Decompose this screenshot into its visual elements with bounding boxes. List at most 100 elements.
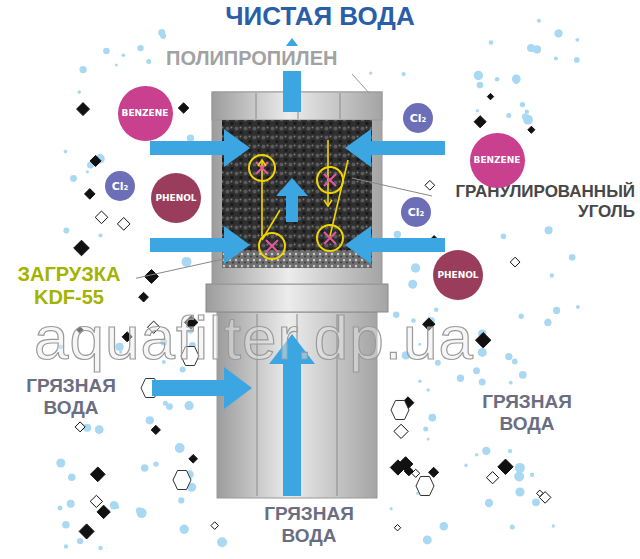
reaction-site: [259, 233, 285, 259]
water-bubble: [530, 473, 534, 477]
water-bubble: [58, 506, 63, 511]
water-bubble: [520, 102, 525, 107]
water-bubble: [68, 474, 76, 482]
dirt-particle: [474, 116, 486, 128]
sediment-particle: [391, 400, 409, 419]
reaction-path: [327, 140, 329, 206]
water-bubble: [574, 57, 580, 63]
part-label: ЗАГРУЗКА KDF-55: [2, 262, 136, 310]
water-bubble: [103, 48, 110, 55]
part-label: ГРАНУЛИРОВАННЫЙ УГОЛЬ: [436, 181, 638, 222]
water-bubble: [519, 371, 527, 379]
water-bubble: [576, 305, 580, 309]
water-bubble: [545, 226, 553, 234]
molecule-circle: PHENOL: [151, 173, 201, 223]
water-bubble: [508, 449, 512, 453]
water-bubble: [98, 234, 102, 238]
dirt-particle: [85, 189, 96, 200]
water-bubble: [77, 90, 81, 94]
dirt-particle: [151, 425, 160, 434]
kdf-55-layer: [222, 250, 372, 268]
water-bubble: [110, 501, 119, 510]
flow-label: ГРЯЗНАЯ ВОДА: [240, 502, 378, 548]
water-bubble: [146, 416, 154, 424]
reaction-cross: [266, 240, 278, 252]
water-bubble: [532, 498, 540, 506]
water-bubble: [423, 535, 432, 544]
sediment-particle: [173, 470, 191, 489]
water-bubble: [426, 388, 429, 391]
reaction-arrowhead: [324, 200, 332, 206]
water-bubble: [515, 487, 524, 496]
water-bubble: [544, 319, 551, 326]
water-bubble: [512, 75, 521, 84]
water-bubble: [175, 443, 185, 453]
dirt-particle: [90, 495, 102, 507]
molecule-name: PHENOL: [437, 270, 478, 280]
dirt-particle: [425, 180, 435, 190]
molecule-name: Cl₂: [408, 206, 425, 219]
water-bubble: [464, 464, 468, 468]
dirt-particle: [79, 524, 94, 539]
water-bubble: [515, 463, 525, 473]
leader-line: [352, 178, 432, 196]
water-bubble: [514, 472, 524, 482]
granular-carbon: [222, 120, 372, 250]
water-bubble: [485, 499, 493, 507]
molecule-name: Cl₂: [112, 180, 129, 193]
water-bubble: [64, 544, 68, 548]
water-bubble: [408, 280, 417, 289]
dirt-particle: [412, 469, 420, 477]
water-bubble: [510, 525, 515, 530]
water-bubble: [146, 59, 151, 64]
cap-seam: [340, 93, 341, 119]
water-bubble: [67, 500, 75, 508]
dirt-particle: [429, 467, 439, 477]
flow-arrow: [276, 178, 308, 222]
dirt-particle: [537, 490, 544, 497]
water-bubble: [62, 521, 70, 529]
reaction-arrowhead: [258, 160, 266, 166]
water-bubble: [512, 359, 518, 365]
watermark: aquafilter.dp.ua: [34, 302, 474, 373]
water-bubble: [478, 348, 487, 357]
flow-arrow: [152, 367, 252, 409]
water-bubble: [477, 82, 484, 89]
molecule-circle: PHENOL: [433, 250, 483, 300]
water-bubble: [56, 459, 65, 468]
water-bubble: [550, 273, 554, 277]
dirt-particle: [498, 459, 513, 474]
dirt-particle: [211, 522, 219, 530]
water-bubble: [423, 427, 428, 432]
water-bubble: [575, 38, 579, 42]
water-bubble: [473, 367, 480, 374]
dirt-particle: [117, 218, 130, 231]
water-bubble: [64, 150, 68, 154]
water-bubble: [180, 525, 189, 534]
part-label: ПОЛИПРОПИЛЕН: [163, 46, 340, 71]
water-bubble: [537, 19, 541, 23]
molecule-circle: Cl₂: [401, 197, 431, 227]
flow-arrow: [345, 226, 445, 264]
dirt-particle: [510, 257, 520, 267]
molecule-name: BENZENE: [122, 108, 169, 118]
water-bubble: [369, 71, 372, 74]
water-bubble: [552, 524, 555, 527]
leader-line: [352, 74, 370, 94]
dirt-particle: [487, 93, 493, 99]
sediment-particle: [416, 476, 434, 495]
dirt-particle: [189, 455, 198, 464]
water-bubble: [411, 263, 420, 272]
water-bubble: [427, 438, 430, 441]
water-bubble: [394, 231, 401, 238]
water-bubble: [390, 507, 393, 510]
water-bubble: [479, 379, 486, 386]
upper-housing: [212, 92, 382, 284]
water-bubble: [98, 546, 103, 551]
water-bubble: [137, 45, 143, 51]
water-bubble: [514, 79, 519, 84]
water-bubble: [505, 353, 512, 360]
water-bubble: [115, 64, 118, 67]
dirt-particle: [95, 211, 108, 224]
water-bubble: [501, 233, 507, 239]
